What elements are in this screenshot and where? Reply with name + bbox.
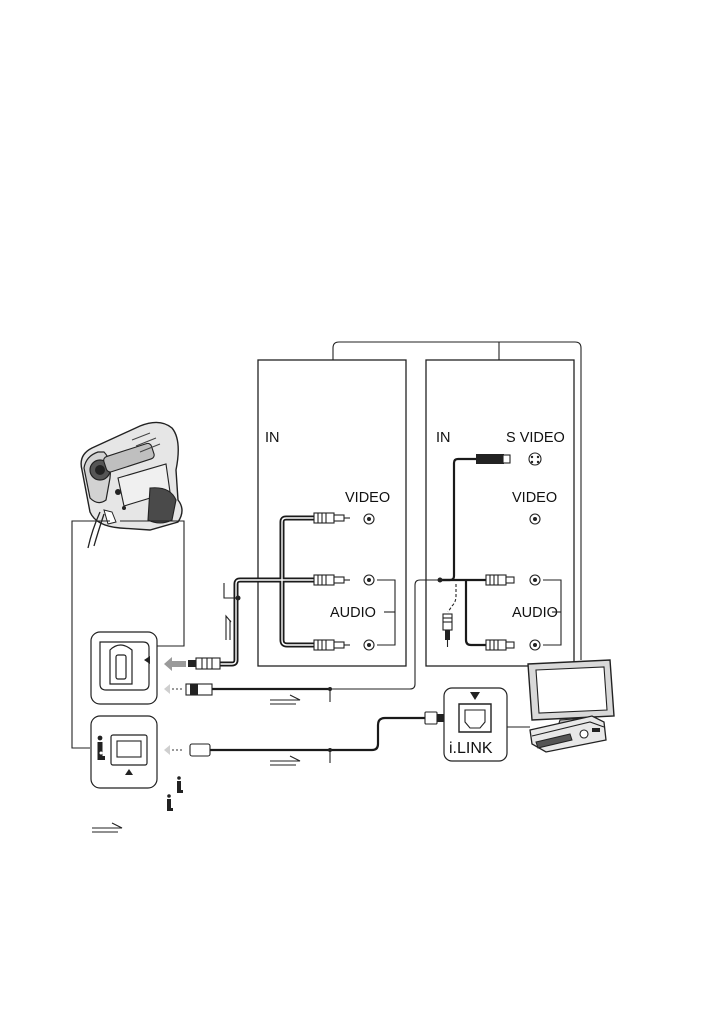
panel-b-audio-r-plug (486, 640, 514, 650)
ilink-symbol-icon-small-1 (177, 776, 183, 793)
signal-flow-arrow-icon-1 (270, 695, 300, 704)
svideo-plug (476, 454, 510, 464)
insert-arrow-icon (164, 657, 186, 671)
ilink-label: i.LINK (449, 740, 493, 757)
signal-flow-arrow-icon-legend (92, 823, 122, 832)
panel-a-video-label: VIDEO (345, 490, 390, 506)
panel-a-video-jack[interactable] (364, 514, 374, 524)
panel-a-audio-r-jack[interactable] (364, 640, 374, 650)
panel-b-in-label: IN (436, 430, 451, 446)
signal-flow-arrow-icon-2 (270, 756, 300, 765)
camcorder-icon (81, 422, 182, 548)
panel-b-svideo-label: S VIDEO (506, 430, 565, 446)
panel-b-audio-label: AUDIO (512, 605, 558, 621)
panel-b-svideo-jack[interactable] (529, 453, 541, 465)
vcr-icon (530, 716, 606, 752)
ilink-cable (190, 712, 445, 763)
panel-a-in-label: IN (265, 430, 280, 446)
insert-arrow-icon-dotted-1 (164, 684, 182, 694)
insert-arrow-icon-dotted-2 (164, 745, 184, 755)
av-plug-b (186, 684, 332, 702)
ilink-port-box[interactable]: i.LINK (444, 688, 507, 761)
av-remote-plug (188, 658, 220, 669)
panel-b-video-jack[interactable] (530, 514, 540, 524)
panel-b-video-label: VIDEO (512, 490, 557, 506)
ilink-symbol-icon-small-2 (167, 794, 173, 811)
panel-b-audio-l-jack[interactable] (530, 575, 540, 585)
panel-a-audio-label: AUDIO (330, 605, 376, 621)
panel-b-audio-r-jack[interactable] (530, 640, 540, 650)
signal-flow-arrow-icon (226, 616, 231, 640)
av-jack-detail (91, 632, 157, 704)
panel-a-audio-l-jack[interactable] (364, 575, 374, 585)
panel-b-audio-l-plug (486, 575, 514, 585)
dv-jack-detail (91, 716, 157, 788)
